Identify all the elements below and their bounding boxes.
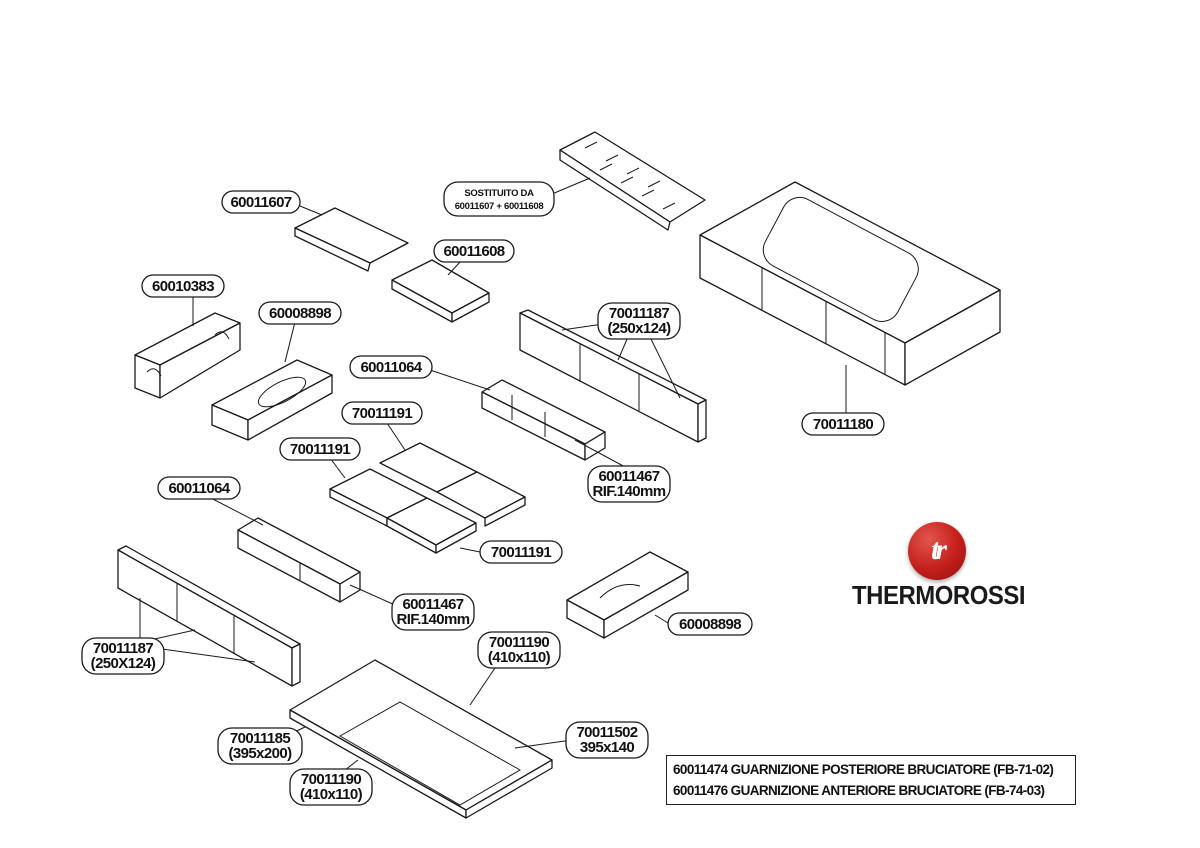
label-70011185: 70011185 (395x200) (217, 727, 303, 765)
label-60011467-upper: 60011467 RIF.140mm (587, 465, 671, 503)
label-70011190-upper: 70011190 (410x110) (477, 631, 561, 669)
label-70011191-b-text: 70011191 (290, 441, 351, 458)
part-60011608 (391, 259, 490, 323)
label-70011187-lower-line1: 70011187 (93, 640, 154, 657)
label-60010383: 60010383 (141, 274, 225, 298)
part-60011064-lower (237, 517, 361, 603)
label-70011187-lower-line2: (250X124) (91, 655, 156, 672)
part-70011191-tiles (329, 442, 526, 554)
label-70011185-line2: (395x200) (229, 745, 293, 762)
label-70011180: 70011180 (801, 412, 885, 436)
brand-logo-mark: tr (930, 533, 947, 566)
label-60011607-text: 60011607 (230, 194, 291, 211)
part-70011187-upper (519, 309, 707, 443)
label-60011064-upper: 60011064 (349, 355, 433, 379)
label-70011190-lower-line1: 70011190 (301, 771, 362, 788)
part-base-plates (289, 659, 553, 819)
label-70011187-upper: 70011187 (250x124) (597, 302, 681, 340)
label-sostituito-line2: 60011607 + 60011608 (455, 201, 544, 212)
part-60011607 (294, 207, 409, 272)
label-60011064-lower-text: 60011064 (168, 480, 230, 497)
brand-logo-icon: tr (908, 522, 966, 580)
label-70011187-lower: 70011187 (250X124) (81, 637, 165, 675)
label-60008898-upper-text: 60008898 (269, 305, 331, 322)
label-sostituito-line1: SOSTITUITO DA (464, 188, 534, 199)
brand-name: THERMOROSSI (852, 580, 1026, 610)
gasket-legend: 60011474 GUARNIZIONE POSTERIORE BRUCIATO… (666, 755, 1076, 805)
label-70011502-line2: 395x140 (580, 739, 634, 756)
label-70011190-lower: 70011190 (410x110) (289, 768, 373, 806)
label-70011190-upper-line2: (410x110) (488, 649, 551, 666)
leader-lines (139, 177, 847, 771)
label-70011185-line1: 70011185 (230, 730, 291, 747)
label-60011467-lower-line2: RIF.140mm (397, 611, 470, 628)
label-70011191-c: 70011191 (479, 540, 563, 564)
label-60011608: 60011608 (433, 239, 515, 263)
label-60011467-upper-line1: 60011467 (598, 468, 659, 485)
label-60011064-lower: 60011064 (157, 476, 241, 500)
label-60011467-lower-line1: 60011467 (402, 596, 463, 613)
label-70011180-text: 70011180 (813, 416, 874, 433)
part-60008898-lower (566, 551, 689, 639)
label-70011190-upper-line1: 70011190 (489, 634, 550, 651)
label-60008898-lower: 60008898 (667, 612, 753, 636)
label-70011502: 70011502 395x140 (565, 721, 649, 759)
legend-line-posteriore: 60011474 GUARNIZIONE POSTERIORE BRUCIATO… (673, 762, 1054, 777)
label-60008898-lower-text: 60008898 (679, 616, 741, 633)
label-60010383-text: 60010383 (152, 278, 214, 295)
label-60011467-upper-line2: RIF.140mm (593, 483, 666, 500)
label-70011191-a-text: 70011191 (352, 405, 413, 422)
label-70011190-lower-line2: (410x110) (300, 786, 363, 803)
label-70011187-upper-line1: 70011187 (609, 305, 670, 322)
label-70011502-line1: 70011502 (576, 724, 637, 741)
part-60011064-upper (481, 379, 606, 461)
part-60010383 (134, 312, 241, 399)
part-70011187-lower (117, 545, 301, 687)
part-60008898-upper (211, 359, 333, 441)
label-60008898-upper: 60008898 (258, 301, 342, 325)
label-70011191-c-text: 70011191 (491, 544, 552, 561)
thermorossi-logo: tr THERMOROSSI (852, 522, 1032, 614)
label-sostituito: SOSTITUITO DA 60011607 + 60011608 (443, 181, 555, 217)
part-top-slab (559, 131, 706, 231)
label-70011191-b: 70011191 (279, 437, 361, 461)
label-60011608-text: 60011608 (443, 243, 504, 260)
label-60011064-upper-text: 60011064 (360, 359, 422, 376)
label-60011467-lower: 60011467 RIF.140mm (391, 593, 475, 631)
label-70011191-a: 70011191 (341, 401, 423, 425)
part-70011180 (699, 181, 1001, 386)
legend-line-anteriore: 60011476 GUARNIZIONE ANTERIORE BRUCIATOR… (673, 783, 1045, 798)
label-60011607: 60011607 (221, 190, 301, 214)
label-70011187-upper-line2: (250x124) (608, 320, 672, 337)
